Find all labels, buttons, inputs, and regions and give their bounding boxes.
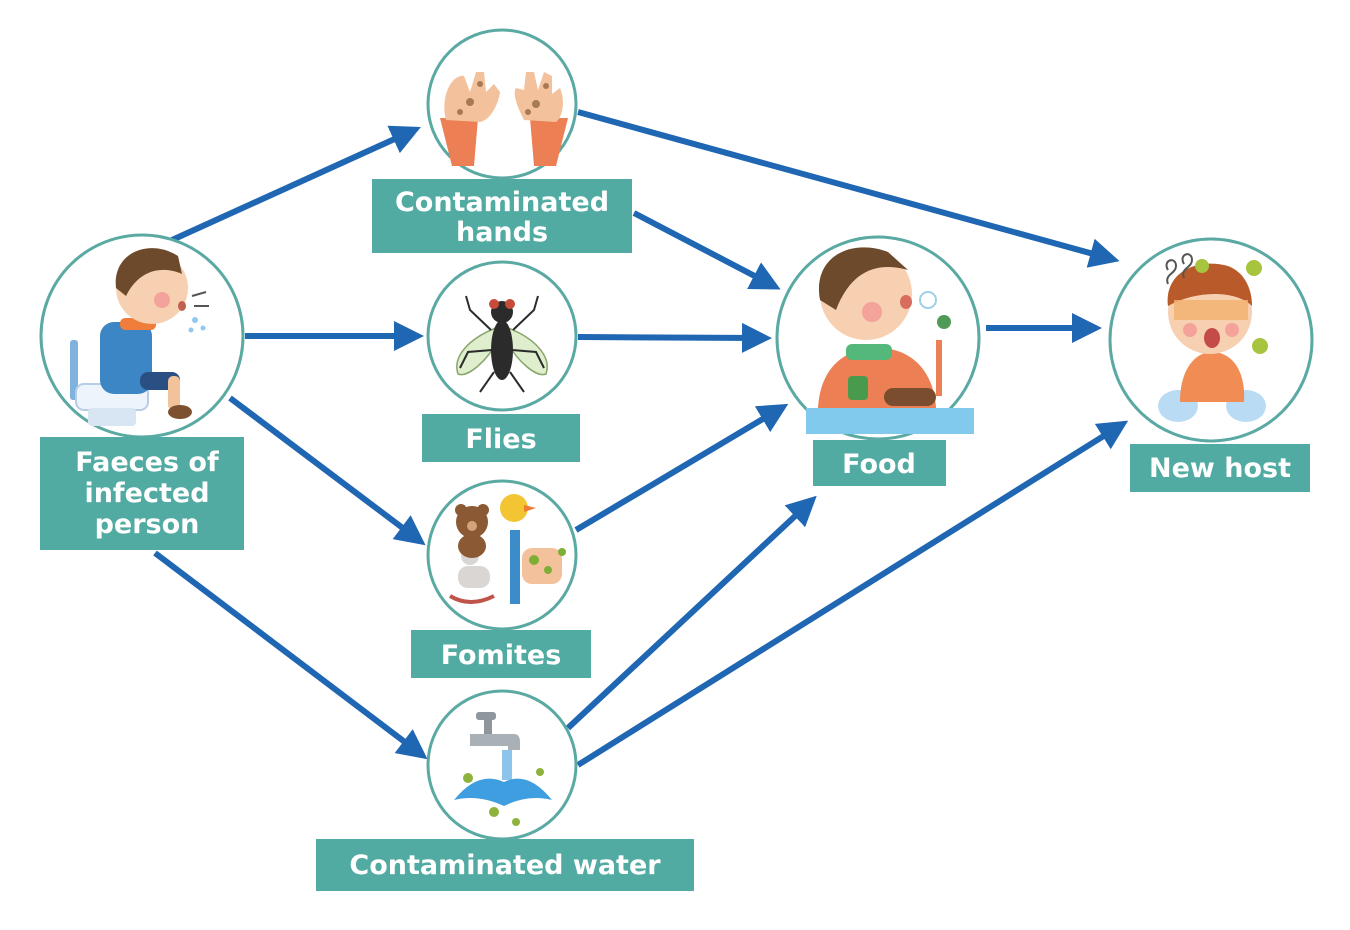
label-water: Contaminated water — [316, 839, 694, 891]
edge-hands-food — [632, 210, 781, 290]
label-flies: Flies — [422, 414, 580, 462]
label-food: Food — [813, 440, 946, 486]
edge-faeces-hands — [170, 125, 421, 243]
label-fomites-text: Fomites — [441, 640, 562, 671]
edge-faeces-fomites — [228, 395, 426, 546]
node-fomites — [426, 479, 578, 631]
node-food — [775, 235, 981, 441]
node-newhost — [1108, 237, 1314, 443]
label-hands-line1: Contaminated — [395, 187, 609, 218]
person-on-toilet-icon — [70, 248, 209, 426]
node-hands — [426, 28, 578, 180]
edges — [153, 109, 1129, 768]
edge-faeces-water — [153, 550, 428, 760]
node-faeces — [39, 233, 245, 439]
label-flies-text: Flies — [465, 424, 536, 455]
toys-fomites-icon — [448, 494, 566, 604]
fly-icon — [456, 295, 548, 393]
label-faeces-line2: infected — [84, 478, 209, 509]
label-newhost-text: New host — [1149, 453, 1291, 484]
label-faeces-line3: person — [95, 509, 200, 540]
person-eating-icon — [806, 247, 974, 434]
label-fomites: Fomites — [411, 630, 591, 678]
edge-water-food — [565, 495, 817, 731]
sick-child-icon — [1158, 253, 1268, 422]
node-flies — [426, 260, 578, 412]
label-faeces: Faeces of infected person — [40, 437, 244, 550]
water-tap-icon — [454, 712, 552, 826]
dirty-hands-icon — [440, 72, 568, 166]
label-hands: Contaminated hands — [372, 179, 632, 253]
label-newhost: New host — [1130, 444, 1310, 492]
node-water — [426, 689, 578, 841]
edge-water-newhost — [576, 420, 1129, 768]
edge-flies-food — [577, 322, 772, 353]
edge-hands-newhost — [577, 109, 1120, 268]
label-food-text: Food — [842, 449, 916, 480]
label-water-text: Contaminated water — [349, 850, 661, 881]
label-faeces-line1: Faeces of — [75, 447, 219, 478]
edge-fomites-food — [574, 403, 789, 533]
label-hands-line2: hands — [456, 217, 548, 248]
